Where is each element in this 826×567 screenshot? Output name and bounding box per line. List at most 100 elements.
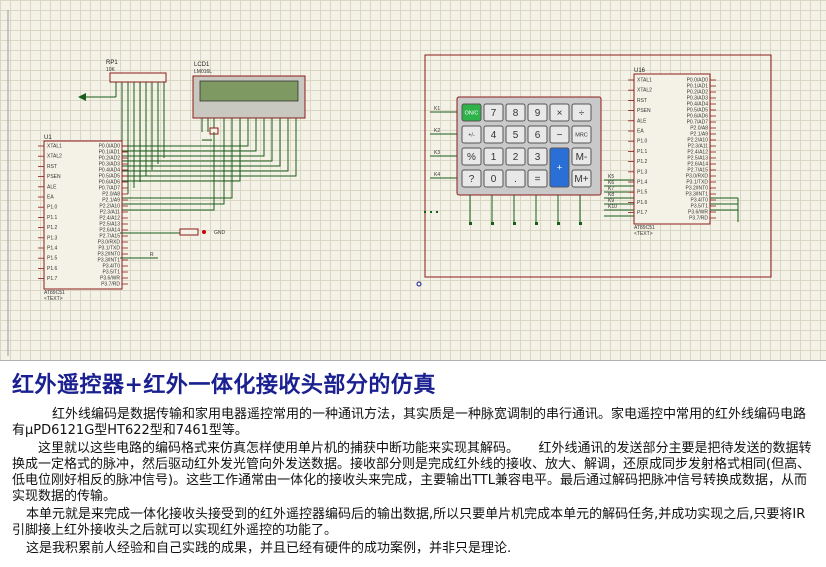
gnd-label: GND	[214, 230, 226, 236]
u1-pin-p2-5-a13: P2.5/A13	[99, 222, 120, 228]
u16-pin-p1-1: P1.1	[637, 149, 648, 155]
keypad-key-label-2-1: 1	[491, 152, 497, 163]
keypad-key-label-0-0: ON/C	[465, 110, 479, 116]
keypad-key-label-1-2: 5	[513, 130, 519, 141]
keypad-key-2-5[interactable]	[571, 147, 592, 166]
u16-pin-p0-5-ad5: P0.5/AD5	[687, 108, 709, 114]
keypad-key-label-0-5: ÷	[579, 108, 585, 119]
u1-pin-p2-6-a14: P2.6/A14	[99, 228, 120, 234]
keypad-key-1-3[interactable]	[527, 125, 548, 144]
rp1-component[interactable]: RP1 10K	[106, 60, 167, 83]
u1-pin-p3-5-t1: P3.5/T1	[102, 270, 120, 276]
row-label-k4: K4	[434, 172, 440, 178]
u1-pin-p0-3-ad3: P0.3/AD3	[99, 162, 121, 168]
keypad-key-label-3-3: =	[535, 174, 541, 185]
keypad-key-label-0-4: ×	[557, 108, 563, 119]
keypad-key-0-3[interactable]	[527, 103, 548, 122]
keypad-key-label-3-2: .	[514, 174, 517, 185]
keypad-key-1-5[interactable]	[571, 125, 592, 144]
u16-pin-ea: EA	[637, 129, 644, 135]
keypad-key-0-0[interactable]	[461, 103, 482, 122]
u1-pin-p1-4: P1.4	[47, 246, 58, 252]
u16-ref: U16	[634, 68, 646, 74]
keypad-key-2-1[interactable]	[483, 147, 504, 166]
keypad-key-3-5[interactable]	[571, 169, 592, 188]
schematic-canvas[interactable]: RP1 10K LCD1 LM016L	[0, 0, 826, 360]
keypad-key-plus-label: +	[557, 163, 562, 173]
article-title: 红外遥控器+红外一体化接收头部分的仿真	[12, 372, 436, 398]
keypad-key-1-1[interactable]	[483, 125, 504, 144]
keypad-key-3-1[interactable]	[483, 169, 504, 188]
rp1-value: 10K	[106, 67, 116, 73]
u16-pin-p0-2-ad2: P0.2/AD2	[687, 90, 709, 96]
keypad-key-label-0-2: 8	[513, 108, 519, 119]
u1-component[interactable]: U1 XTAL1XTAL2RSTPSENALEEAP1.0P1.1P1.2P1.…	[38, 135, 128, 302]
u1-pin-ale: ALE	[47, 184, 57, 190]
u1-pin-psen: PSEN	[47, 174, 61, 180]
u16-pin-p0-7-ad7: P0.7/AD7	[687, 120, 709, 126]
keypad-key-0-1[interactable]	[483, 103, 504, 122]
u16-pin-p3-6-wr: P3.6/WR	[688, 210, 708, 216]
u1-pin-xtal2: XTAL2	[47, 154, 62, 160]
u16-pin-p2-7-a15: P2.7/A15	[687, 168, 708, 174]
u16-pin-p3-3-int1: P3.3/INT1	[685, 192, 708, 198]
keypad-sel-label-4: K8	[608, 192, 614, 198]
article-paragraph-2: 这里就以这些电路的编码格式来仿真怎样使用单片机的捕获中断功能来实现其解码。 红外…	[12, 441, 812, 504]
u1-pin-xtal1: XTAL1	[47, 144, 62, 150]
u16-pin-p1-2: P1.2	[637, 159, 648, 165]
keypad-key-0-2[interactable]	[505, 103, 526, 122]
u1-pin-p3-2-int0: P3.2/INT0	[97, 252, 120, 258]
u16-pin-ale: ALE	[637, 118, 647, 124]
keypad-key-label-2-0: %	[467, 152, 476, 163]
u1-pin-p1-5: P1.5	[47, 256, 58, 262]
u1-pin-p0-4-ad4: P0.4/AD4	[99, 168, 121, 174]
keypad-key-1-4[interactable]	[549, 125, 570, 144]
keypad-key-3-0[interactable]	[461, 169, 482, 188]
u16-text: <TEXT>	[634, 231, 653, 237]
keypad-key-2-0[interactable]	[461, 147, 482, 166]
rp1-ref: RP1	[106, 60, 118, 66]
keypad-key-3-2[interactable]	[505, 169, 526, 188]
keypad-sel-label-6: K10	[608, 204, 617, 210]
u16-pin-p1-3: P1.3	[637, 169, 648, 175]
u16-pin-p2-5-a13: P2.5/A13	[687, 156, 708, 162]
u1-pin-p1-2: P1.2	[47, 225, 58, 231]
u1-pin-p2-1-a9: P2.1/A9	[102, 198, 120, 204]
u16-pin-p1-6: P1.6	[637, 200, 648, 206]
keypad-key-1-0[interactable]	[461, 125, 482, 144]
u1-pin-p1-3: P1.3	[47, 235, 58, 241]
lcd1-component[interactable]: LCD1 LM016L	[192, 62, 306, 141]
keypad-key-3-3[interactable]	[527, 169, 548, 188]
keypad-key-0-5[interactable]	[571, 103, 592, 122]
keypad-key-2-3[interactable]	[527, 147, 548, 166]
keypad-key-label-1-1: 4	[491, 130, 497, 141]
u16-pin-p2-0-a8: P2.0/A8	[690, 126, 708, 132]
keypad-key-label-3-1: 0	[491, 174, 497, 185]
keypad-key-label-1-3: 6	[535, 130, 541, 141]
u16-pin-rst: RST	[637, 98, 647, 104]
u1-pin-p2-4-a12: P2.4/A12	[99, 216, 120, 222]
u1-pin-p2-2-a10: P2.2/A10	[99, 204, 120, 210]
r-label: R	[150, 252, 154, 258]
u1-pin-p0-0-ad0: P0.0/AD0	[99, 144, 121, 150]
u1-pin-p1-7: P1.7	[47, 276, 58, 282]
schematic-drawing: RP1 10K LCD1 LM016L	[7, 10, 772, 356]
keypad-key-2-2[interactable]	[505, 147, 526, 166]
u16-pin-p0-3-ad3: P0.3/AD3	[687, 96, 709, 102]
u1-pin-p0-1-ad1: P0.1/AD1	[99, 150, 121, 156]
keypad-key-1-2[interactable]	[505, 125, 526, 144]
lcd-model: LM016L	[194, 69, 212, 75]
u16-pin-xtal2: XTAL2	[637, 88, 652, 94]
u16-part: AT89C51	[634, 225, 655, 231]
keypad-key-label-0-3: 9	[535, 108, 541, 119]
u16-pin-p1-4: P1.4	[637, 180, 648, 186]
u1-pin-p0-2-ad2: P0.2/AD2	[99, 156, 121, 162]
u16-pin-p0-6-ad6: P0.6/AD6	[687, 114, 709, 120]
keypad-key-label-1-5: MRC	[575, 132, 588, 138]
u16-component[interactable]: U16 XTAL1XTAL2RSTPSENALEEAP1.0P1.1P1.2P1…	[628, 68, 716, 237]
gnd-switch[interactable]: GND	[120, 228, 226, 236]
keypad-key-plus[interactable]	[549, 147, 570, 188]
keypad-key-0-4[interactable]	[549, 103, 570, 122]
row-label-k3: K3	[434, 150, 440, 156]
